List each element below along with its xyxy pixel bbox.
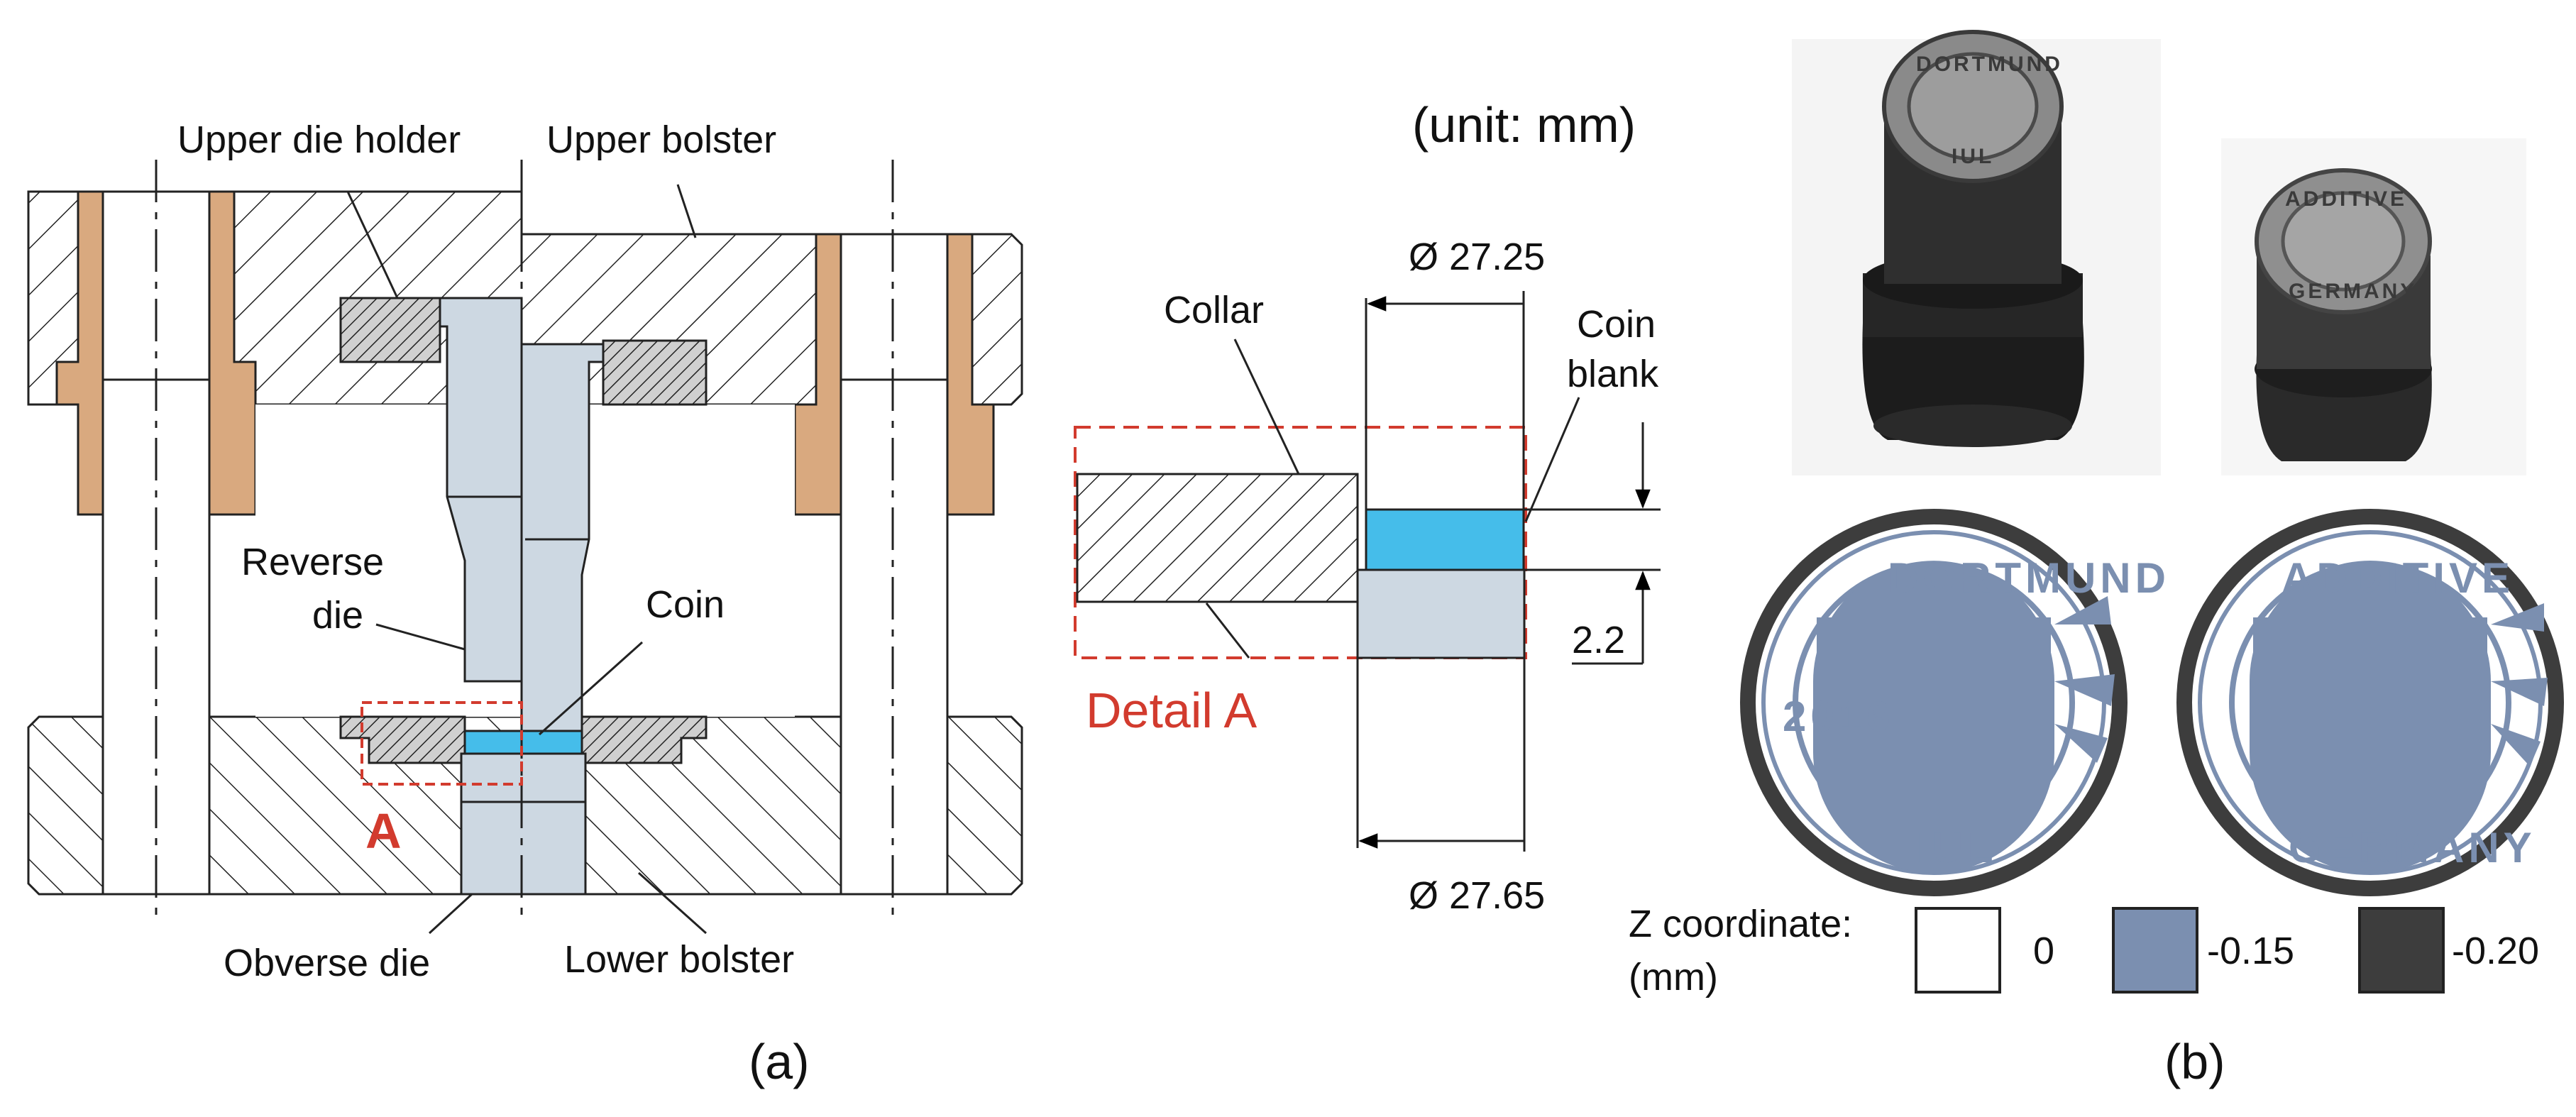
- dim-diameter-bottom: Ø 27.65: [1409, 874, 1545, 917]
- relief-map-right: ADDITIVE GERMANY: [2176, 509, 2564, 896]
- detail-a-marker-box: [360, 701, 523, 786]
- bushing-right-inner: [946, 233, 995, 516]
- label-collar: Collar: [1164, 289, 1264, 331]
- label-die: die: [312, 594, 363, 637]
- label-obverse-die: Obverse die: [224, 942, 430, 984]
- label-lower-bolster: Lower bolster: [564, 938, 794, 981]
- die-assembly-section: A Upper die holder Upper bolster Reverse…: [27, 119, 1023, 1089]
- upper-die-holder-left: [339, 297, 441, 363]
- legend-label-2: -0.20: [2452, 930, 2539, 972]
- legend-title-line1: Z coordinate:: [1629, 903, 1852, 945]
- label-coin: Coin: [646, 583, 725, 626]
- detail-a-title: Detail A: [1086, 683, 1257, 738]
- detail-a-marker-label: A: [365, 803, 402, 859]
- bushing-left-outer: [55, 190, 104, 516]
- detail-a-view: (unit: mm) Collar Coin blank Ø 27.25 Ø 2…: [1074, 97, 1661, 917]
- legend-label-1: -0.15: [2207, 930, 2294, 972]
- obverse-die: [460, 752, 587, 896]
- dim-height: 2.2: [1572, 619, 1625, 661]
- legend-label-0: 0: [2033, 930, 2054, 972]
- unit-label: (unit: mm): [1412, 97, 1636, 153]
- relief-map-left: DORTMUND 2016 IUL: [1740, 509, 2170, 896]
- label-reverse: Reverse: [241, 541, 384, 583]
- die-left-engraving-bottom: IUL: [1952, 145, 1994, 168]
- panel-b: DORTMUND IUL ADDITIVE GERMANY DORTMUND 2…: [1629, 30, 2564, 1089]
- detail-coin-blank: [1365, 508, 1525, 571]
- die-right-engraving-bottom: GERMANY: [2289, 280, 2417, 303]
- z-coordinate-legend: Z coordinate: (mm) 0 -0.15 -0.20: [1629, 903, 2539, 998]
- die-left-engraving-top: DORTMUND: [1916, 53, 2063, 76]
- die-right-engraving-top: ADDITIVE: [2285, 187, 2407, 211]
- legend-swatch-2: [2358, 907, 2445, 994]
- label-coin-blank-2: blank: [1567, 353, 1659, 395]
- legend-swatch-0: [1915, 907, 2001, 994]
- relief-left-text-top: DORTMUND: [1888, 554, 2170, 602]
- die-photo-left: DORTMUND IUL: [1792, 30, 2161, 475]
- relief-left-text-side: 2016: [1783, 693, 1894, 740]
- relief-right-text-top: ADDITIVE: [2281, 554, 2514, 602]
- label-upper-die-holder: Upper die holder: [177, 119, 461, 161]
- caption-a: (a): [749, 1034, 810, 1089]
- relief-left-text-bottom: IUL: [1916, 824, 1998, 871]
- detail-lower-die: [1356, 568, 1526, 659]
- upper-die-holder-right: [602, 339, 708, 406]
- detail-collar: [1076, 473, 1359, 603]
- bushing-left-inner: [208, 190, 257, 516]
- legend-swatch-1: [2112, 907, 2198, 994]
- die-photo-right: ADDITIVE GERMANY: [2221, 138, 2526, 475]
- legend-title-line2: (mm): [1629, 956, 1718, 998]
- relief-right-text-bottom: GERMANY: [2289, 824, 2536, 871]
- collar-left: [339, 715, 466, 764]
- caption-b: (b): [2164, 1034, 2225, 1089]
- label-upper-bolster: Upper bolster: [546, 119, 776, 161]
- coin-blank: [463, 730, 583, 755]
- label-coin-blank-1: Coin: [1577, 303, 1656, 346]
- guide-pillar-right: [840, 233, 949, 896]
- dim-diameter-top: Ø 27.25: [1409, 236, 1545, 278]
